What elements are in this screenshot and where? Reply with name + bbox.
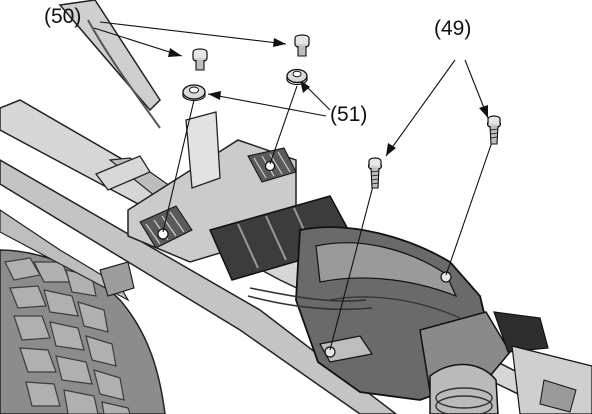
axis-49-left xyxy=(329,185,374,351)
bolt-50-left xyxy=(192,48,208,71)
axis-50-left xyxy=(162,99,195,233)
callout-label-49: (49) xyxy=(434,17,472,40)
tail-light-assembly xyxy=(419,311,592,414)
wiring-harness xyxy=(247,287,373,311)
arrow-50-right xyxy=(273,38,286,47)
arrowheads xyxy=(168,38,488,156)
rear-tire xyxy=(0,249,166,414)
arrow-49-left xyxy=(386,143,396,156)
axis-50-right xyxy=(269,85,298,165)
callout-label-50: (50) xyxy=(44,5,82,28)
arrow-51-left xyxy=(208,91,221,100)
callout-label-51: (51) xyxy=(330,103,368,126)
bolt-49-right xyxy=(486,115,502,145)
bolt-50-right xyxy=(294,34,310,57)
collar-51-left xyxy=(182,84,206,102)
leader-51-left xyxy=(207,93,327,117)
axis-49-right xyxy=(445,141,493,276)
bolt-49-left xyxy=(367,157,383,189)
arrow-49-right xyxy=(479,105,488,118)
leader-50-left xyxy=(93,27,183,57)
collar-51-right xyxy=(286,68,308,86)
leader-49-left xyxy=(385,59,456,157)
arrow-50-left xyxy=(168,48,182,57)
ribbed-pad-left xyxy=(139,205,193,249)
leader-50-right xyxy=(99,21,287,45)
tire-tread xyxy=(4,257,131,414)
